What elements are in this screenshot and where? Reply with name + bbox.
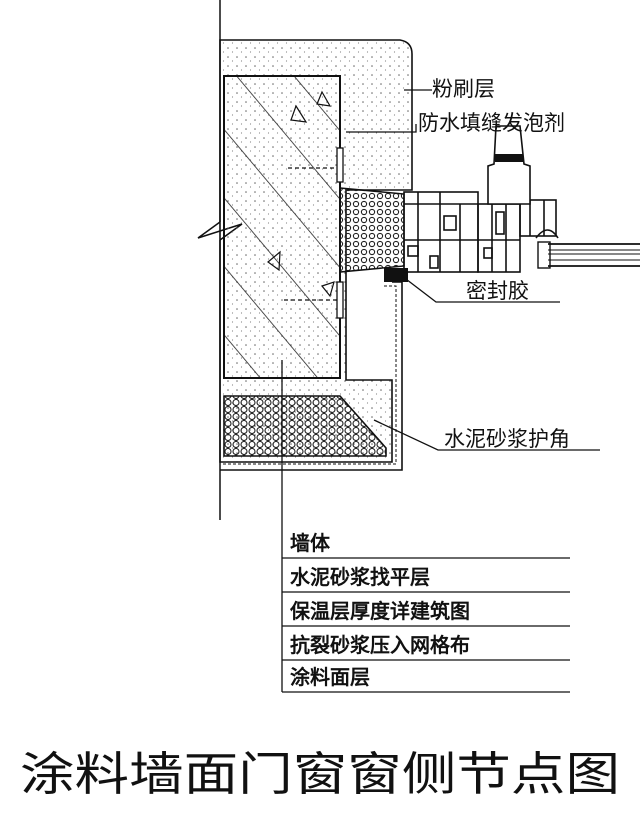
wall-body — [223, 75, 341, 379]
anchor-bolt-upper — [288, 147, 344, 183]
callout-leaders — [281, 89, 600, 692]
window-frame-profile — [403, 191, 557, 273]
callout-foam-label: 防水填缝发泡剂 — [418, 111, 565, 135]
foam-filler — [339, 187, 405, 273]
legend-item-paint-finish: 涂料面层 — [290, 665, 370, 689]
legend-item-wall: 墙体 — [290, 531, 331, 555]
legend-item-insulation: 保温层厚度详建筑图 — [289, 599, 470, 623]
anchor-bolt-lower — [284, 281, 344, 319]
callout-corner-guard-label: 水泥砂浆护角 — [444, 427, 570, 451]
drawing-title: 涂料墙面门窗窗侧节点图 — [20, 747, 620, 801]
window-handle — [487, 125, 531, 205]
legend-item-anti-crack-mesh: 抗裂砂浆压入网格布 — [290, 633, 470, 657]
glazing-unit — [535, 229, 640, 269]
legend-item-leveling-layer: 水泥砂浆找平层 — [290, 565, 430, 589]
insulation-layer — [223, 395, 387, 457]
callout-sealant-label: 密封胶 — [466, 279, 529, 303]
sealant-block — [384, 268, 408, 282]
callout-plaster-label: 粉刷层 — [432, 77, 495, 101]
legend-rules — [282, 557, 570, 693]
layer-legend: 墙体 水泥砂浆找平层 保温层厚度详建筑图 抗裂砂浆压入网格布 涂料面层 — [282, 531, 570, 693]
